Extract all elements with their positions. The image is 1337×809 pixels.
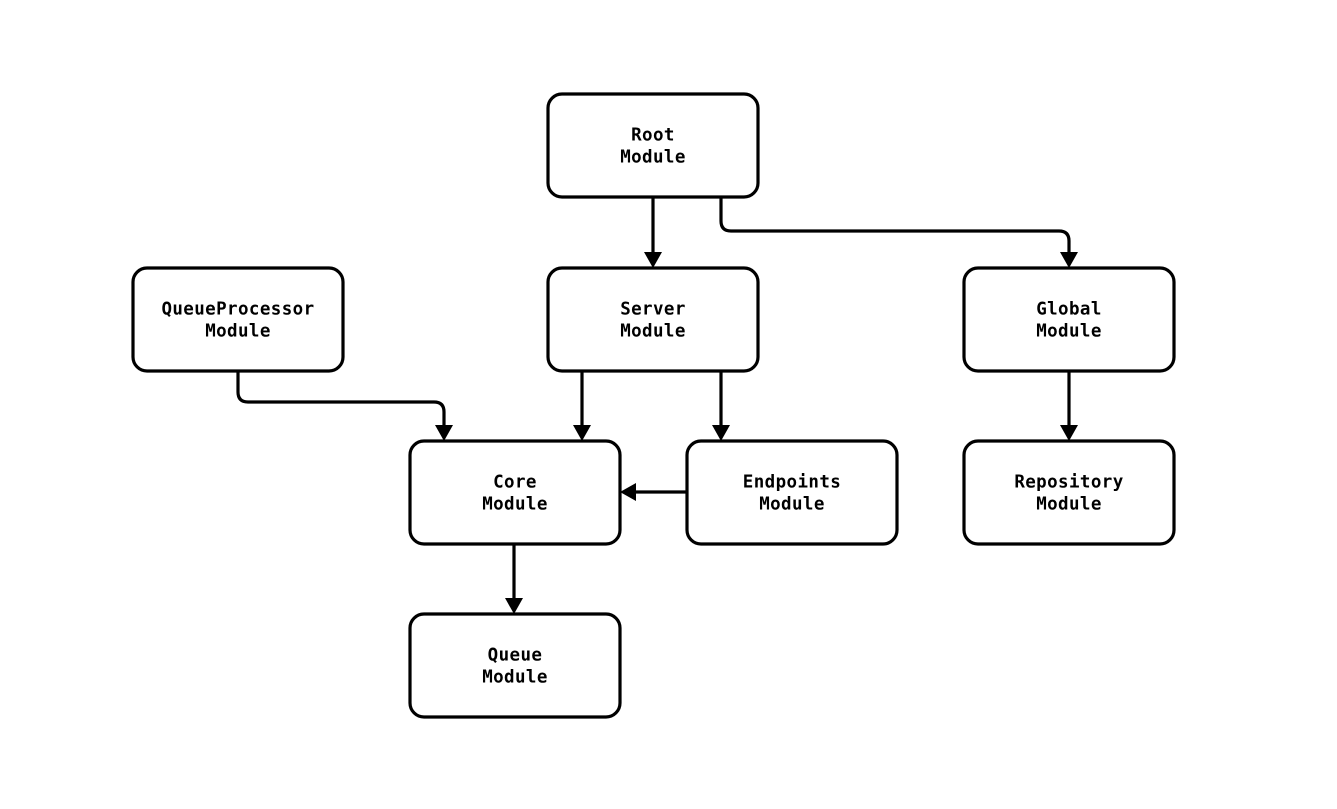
queueprocessor-module-node-label-line2: Module	[205, 322, 271, 342]
core-module-node-label-line2: Module	[482, 495, 548, 515]
core-module-node-label-line1: Core	[493, 473, 537, 493]
queueprocessor-module-node-box[interactable]	[131, 266, 345, 373]
root-module-node-box[interactable]	[546, 92, 760, 199]
queueprocessor-module-node-label-line1: QueueProcessor	[161, 300, 314, 320]
edge-queueprocessor-to-core-line	[236, 371, 446, 431]
endpoints-module-node-box[interactable]	[685, 439, 899, 546]
edge-root-to-global-line	[719, 197, 1071, 258]
core-module-node-box[interactable]	[408, 439, 622, 546]
global-module-node-box[interactable]	[962, 266, 1176, 373]
global-module-node-label-line2: Module	[1036, 322, 1102, 342]
queue-module-node-box[interactable]	[408, 612, 622, 719]
edge-root-to-global-arrowhead-icon	[1060, 252, 1078, 268]
queue-module-node-label-line2: Module	[482, 668, 548, 688]
edge-global-to-repository-arrowhead-icon	[1060, 425, 1078, 441]
edge-server-to-core-arrowhead-icon	[573, 425, 591, 441]
edge-server-to-core	[573, 371, 591, 441]
edge-endpoints-to-core	[620, 483, 687, 501]
edge-root-to-global	[719, 197, 1078, 268]
edge-core-to-queue-arrowhead-icon	[505, 598, 523, 614]
root-module-node-label-line2: Module	[620, 148, 686, 168]
edge-server-to-endpoints-arrowhead-icon	[712, 425, 730, 441]
edge-queueprocessor-to-core	[236, 371, 453, 441]
server-module-node-label-line2: Module	[620, 322, 686, 342]
edge-global-to-repository	[1060, 371, 1078, 441]
edge-root-to-server-arrowhead-icon	[644, 252, 662, 268]
server-module-node-box[interactable]	[546, 266, 760, 373]
repository-module-node-label-line1: Repository	[1014, 473, 1123, 493]
edge-server-to-endpoints	[712, 371, 730, 441]
server-module-node-label-line1: Server	[620, 300, 686, 320]
edge-queueprocessor-to-core-arrowhead-icon	[435, 425, 453, 441]
edges-layer	[236, 197, 1078, 614]
edge-endpoints-to-core-arrowhead-icon	[620, 483, 636, 501]
edge-core-to-queue	[505, 544, 523, 614]
edge-root-to-server	[644, 197, 662, 268]
endpoints-module-node-label-line2: Module	[759, 495, 825, 515]
global-module-node-label-line1: Global	[1036, 300, 1102, 320]
endpoints-module-node-label-line1: Endpoints	[743, 473, 841, 493]
root-module-node-label-line1: Root	[631, 126, 675, 146]
repository-module-node-box[interactable]	[962, 439, 1176, 546]
queue-module-node-label-line1: Queue	[488, 646, 543, 666]
repository-module-node-label-line2: Module	[1036, 495, 1102, 515]
